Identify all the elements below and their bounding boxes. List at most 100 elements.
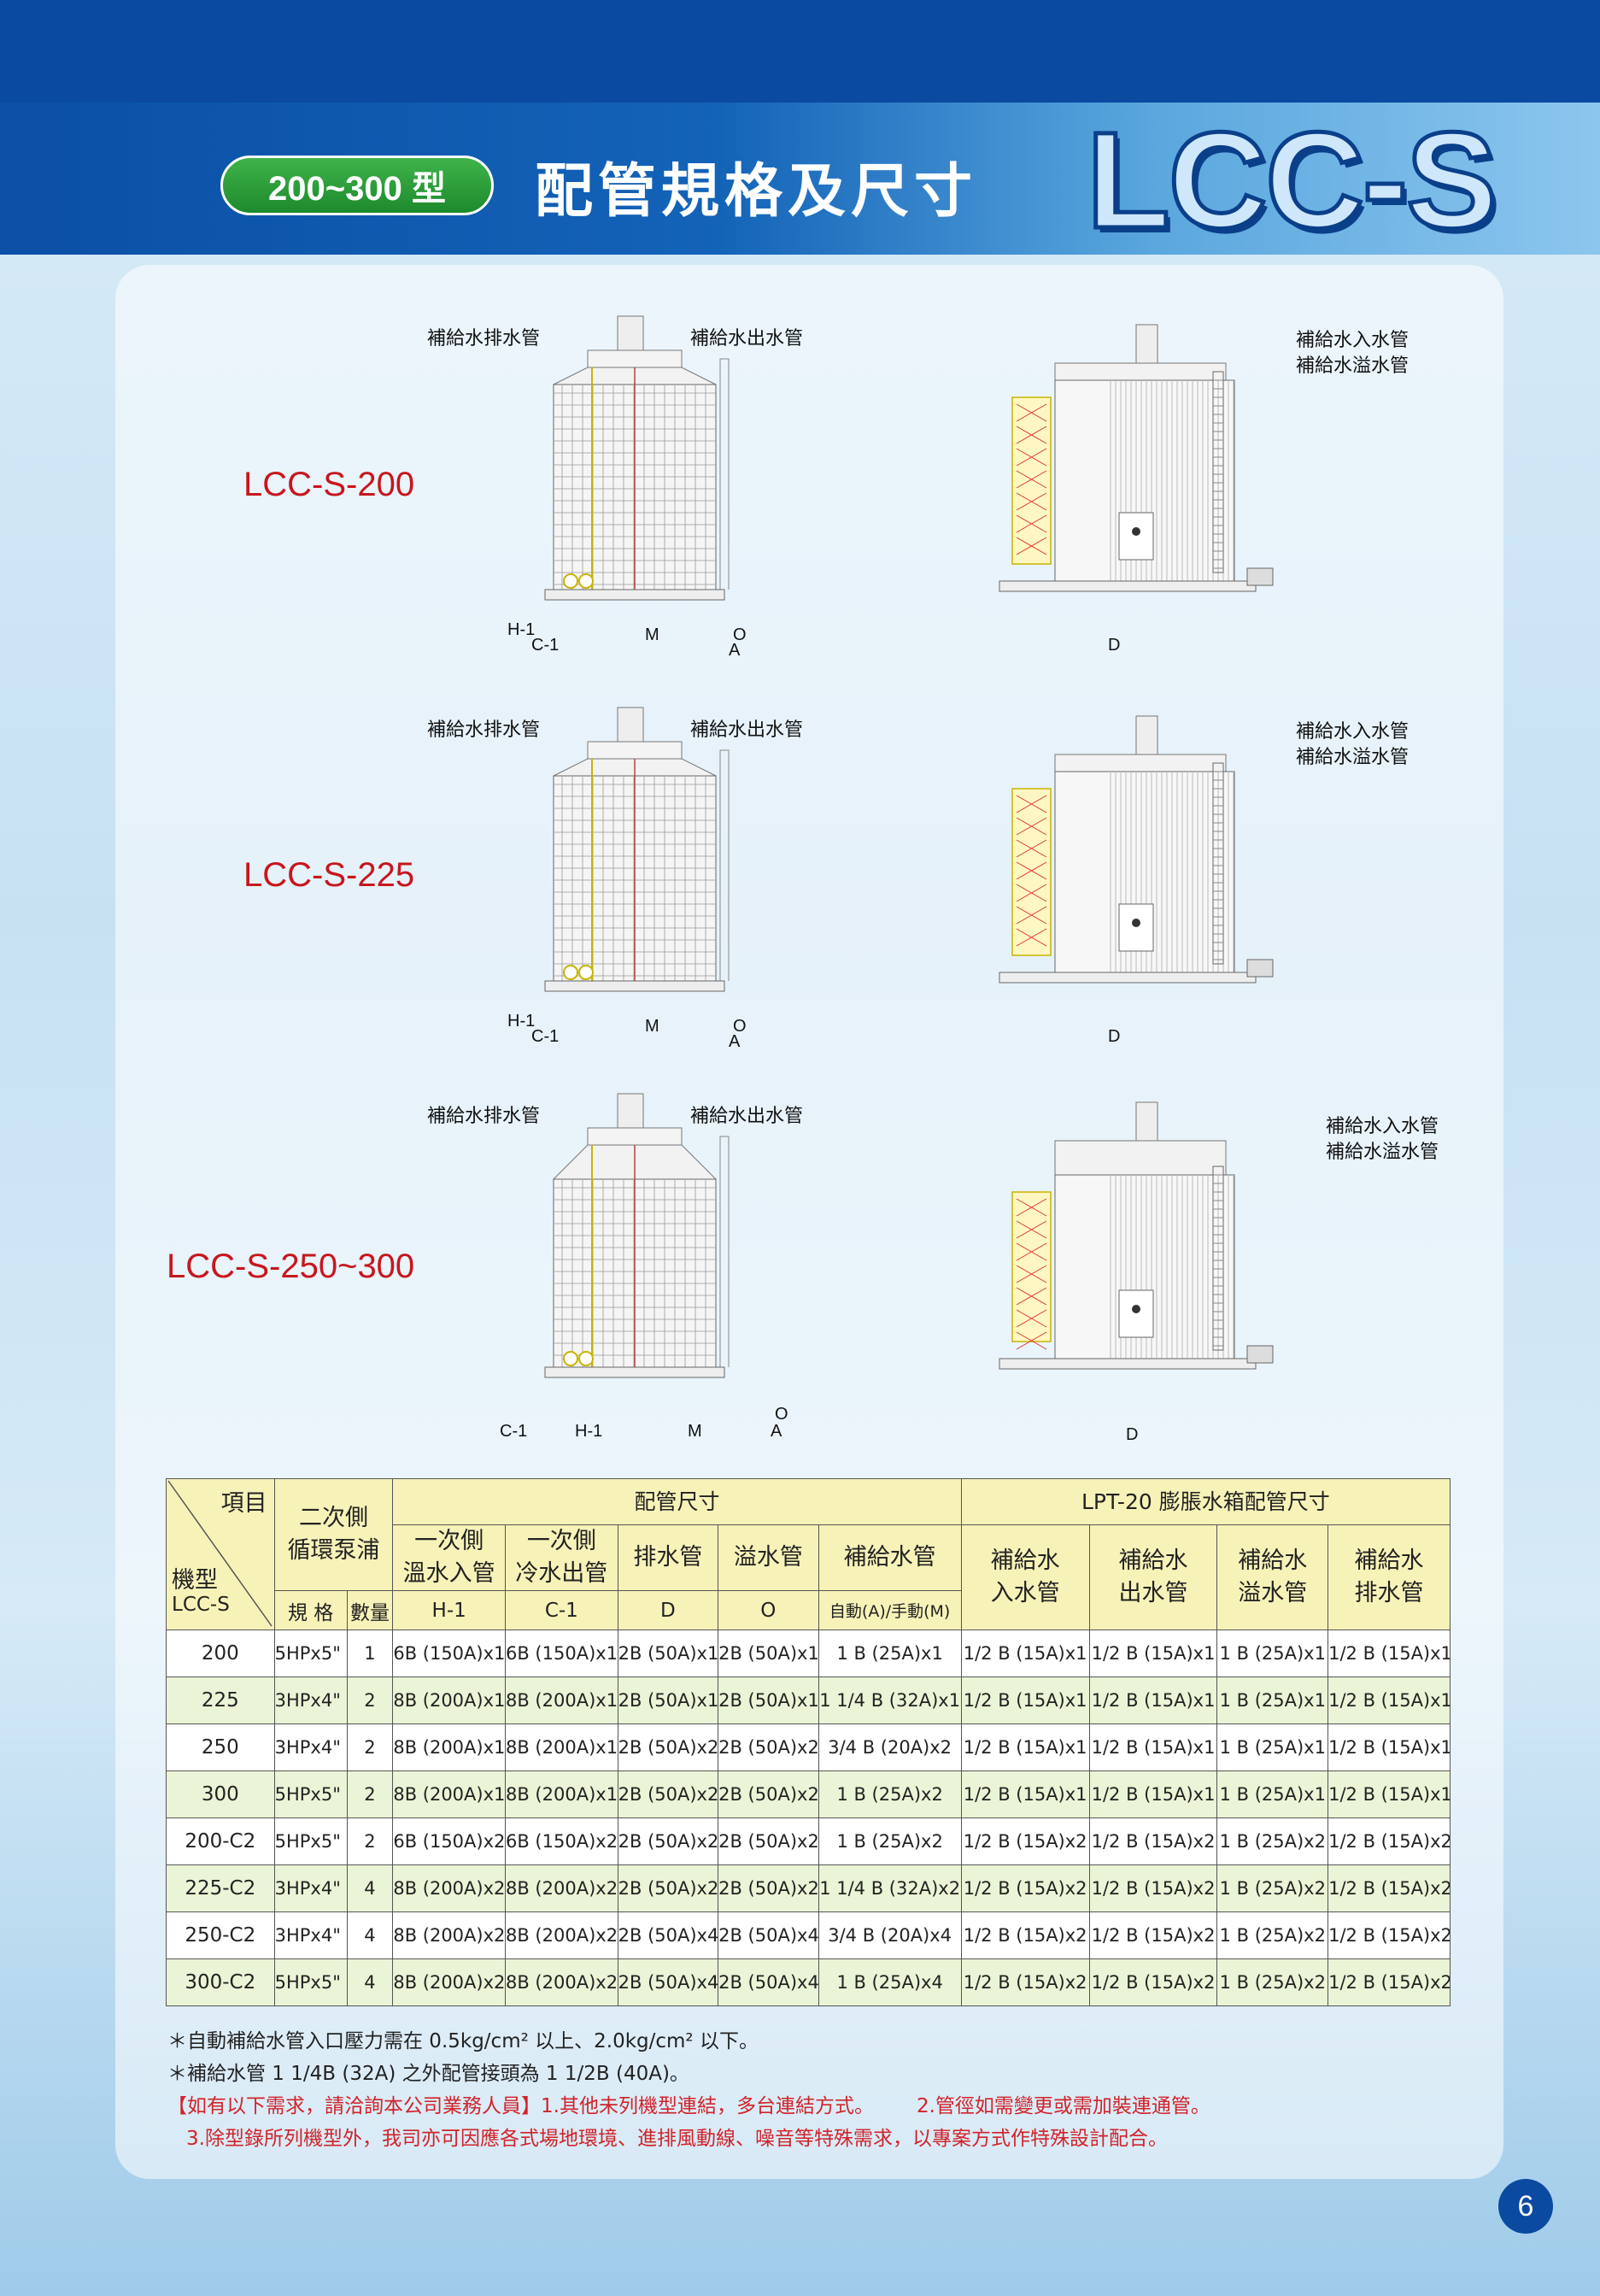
table-cell: 8B (200A)x2 bbox=[392, 1911, 506, 1959]
sub-d-header: D bbox=[617, 1590, 719, 1630]
col-tank-out-header: 補給水 出水管 bbox=[1088, 1524, 1218, 1630]
table-cell: 1 B (25A)x1 bbox=[818, 1630, 962, 1677]
table-cell: 2B (50A)x2 bbox=[617, 1723, 719, 1771]
table-cell: 2B (50A)x1 bbox=[718, 1676, 819, 1724]
table-cell: 1 B (25A)x1 bbox=[1216, 1676, 1329, 1724]
table-cell: 1/2 B (15A)x1 bbox=[1088, 1630, 1218, 1677]
callout-overflow: 補給水溢水管 bbox=[1326, 1142, 1439, 1163]
connection-letter: C-1 bbox=[500, 1422, 528, 1441]
callout-outlet: 補給水出水管 bbox=[690, 1106, 804, 1127]
tower-side-view bbox=[999, 1101, 1274, 1370]
table-cell: 250 bbox=[166, 1723, 275, 1771]
callout-outlet: 補給水出水管 bbox=[690, 719, 804, 741]
note-contact: 【如有以下需求，請洽詢本公司業務人員】 bbox=[167, 2095, 541, 2117]
table-cell: 1/2 B (15A)x2 bbox=[1327, 1958, 1451, 2006]
callout-drain: 補給水排水管 bbox=[427, 719, 541, 741]
pump-group-header: 二次側 循環泵浦 bbox=[273, 1478, 394, 1591]
connection-letter: M bbox=[645, 625, 659, 644]
tower-front-view bbox=[544, 1093, 730, 1378]
table-cell: 2B (50A)x4 bbox=[718, 1958, 819, 2006]
table-cell: 4 bbox=[346, 1864, 394, 1912]
table-cell: 6B (150A)x1 bbox=[504, 1630, 618, 1677]
table-cell: 2B (50A)x2 bbox=[718, 1770, 819, 1818]
callout-inlet: 補給水入水管 bbox=[1326, 1116, 1439, 1137]
col-makeup-header: 補給水管 bbox=[818, 1524, 962, 1591]
connection-letter: M bbox=[645, 1017, 659, 1036]
table-cell: 2B (50A)x4 bbox=[617, 1911, 719, 1959]
table-cell: 1/2 B (15A)x1 bbox=[1327, 1770, 1451, 1818]
note-line-3: 【如有以下需求，請洽詢本公司業務人員】1.其他未列機型連結，多台連結方式。2.管… bbox=[167, 2090, 1466, 2123]
table-cell: 5HPx5" bbox=[273, 1958, 348, 2006]
table-cell: 6B (150A)x2 bbox=[504, 1817, 618, 1865]
table-cell: 1/2 B (15A)x2 bbox=[960, 1864, 1090, 1912]
col-overflow-header: 溢水管 bbox=[718, 1524, 819, 1591]
table-cell: 2 bbox=[346, 1817, 394, 1865]
model-label: LCC-S-250~300 bbox=[167, 1248, 415, 1285]
corner-item-label: 項目 bbox=[220, 1490, 267, 1517]
col-h1-header: 一次側 溫水入管 bbox=[392, 1524, 506, 1591]
table-cell: 200-C2 bbox=[166, 1817, 275, 1865]
table-cell: 1/2 B (15A)x2 bbox=[1088, 1958, 1218, 2006]
table-cell: 4 bbox=[346, 1911, 394, 1959]
table-cell: 225 bbox=[166, 1676, 275, 1724]
table-cell: 8B (200A)x2 bbox=[504, 1958, 618, 2006]
table-cell: 2 bbox=[346, 1723, 394, 1771]
col-tank-drain-header: 補給水 排水管 bbox=[1327, 1524, 1451, 1630]
table-cell: 8B (200A)x2 bbox=[392, 1864, 506, 1912]
table-cell: 2B (50A)x2 bbox=[617, 1864, 719, 1912]
col-tank-in-header: 補給水 入水管 bbox=[960, 1524, 1090, 1630]
table-cell: 3HPx4" bbox=[273, 1864, 348, 1912]
table-cell: 1/2 B (15A)x1 bbox=[960, 1723, 1090, 1771]
table-cell: 6B (150A)x2 bbox=[392, 1817, 506, 1865]
connection-letter: H-1 bbox=[507, 620, 536, 639]
tower-front-view bbox=[544, 707, 730, 992]
table-cell: 5HPx5" bbox=[273, 1630, 348, 1677]
connection-letter: C-1 bbox=[531, 636, 560, 655]
table-cell: 1 B (25A)x1 bbox=[1216, 1770, 1329, 1818]
note-item-1: 1.其他未列機型連結，多台連結方式。 bbox=[541, 2095, 874, 2117]
table-cell: 8B (200A)x2 bbox=[504, 1911, 618, 1959]
connection-letter: M bbox=[688, 1422, 702, 1441]
sub-o-header: O bbox=[718, 1590, 819, 1630]
table-cell: 8B (200A)x1 bbox=[392, 1676, 506, 1724]
table-cell: 1/2 B (15A)x2 bbox=[960, 1817, 1090, 1865]
table-cell: 1/2 B (15A)x1 bbox=[960, 1630, 1090, 1677]
table-cell: 1/2 B (15A)x2 bbox=[1088, 1911, 1218, 1959]
callout-drain: 補給水排水管 bbox=[427, 328, 541, 349]
table-cell: 1 B (25A)x1 bbox=[1216, 1630, 1329, 1677]
table-cell: 3HPx4" bbox=[273, 1911, 348, 1959]
table-cell: 2B (50A)x1 bbox=[617, 1676, 719, 1724]
table-cell: 1/2 B (15A)x1 bbox=[1088, 1676, 1218, 1724]
page-header: 200~300 型 配管規格及尺寸 LCC-S bbox=[0, 0, 1600, 255]
model-label: LCC-S-200 bbox=[243, 466, 415, 503]
header-band bbox=[0, 0, 1600, 103]
notes: ＊自動補給水管入口壓力需在 0.5kg/cm² 以上、2.0kg/cm² 以下。… bbox=[167, 2025, 1466, 2155]
sub-qty-header: 數量 bbox=[346, 1590, 394, 1630]
table-cell: 1 B (25A)x2 bbox=[1216, 1817, 1329, 1865]
callout-inlet: 補給水入水管 bbox=[1296, 330, 1410, 351]
callout-overflow: 補給水溢水管 bbox=[1296, 355, 1410, 377]
connection-letter: O bbox=[775, 1405, 788, 1424]
table-cell: 2B (50A)x1 bbox=[718, 1630, 819, 1677]
callout-outlet: 補給水出水管 bbox=[690, 328, 804, 349]
table-cell: 3/4 B (20A)x2 bbox=[818, 1723, 962, 1771]
table-cell: 2 bbox=[346, 1676, 394, 1724]
connection-letter: A bbox=[729, 641, 741, 660]
table-cell: 1 B (25A)x2 bbox=[1216, 1958, 1329, 2006]
connection-letter: D bbox=[1108, 636, 1121, 655]
table-cell: 3/4 B (20A)x4 bbox=[818, 1911, 962, 1959]
table-cell: 2B (50A)x2 bbox=[718, 1817, 819, 1865]
table-cell: 200 bbox=[166, 1630, 275, 1677]
table-cell: 5HPx5" bbox=[273, 1770, 348, 1818]
table-cell: 8B (200A)x2 bbox=[504, 1864, 618, 1912]
table-cell: 1/2 B (15A)x2 bbox=[960, 1958, 1090, 2006]
note-line-2: ＊補給水管 1 1/4B (32A) 之外配管接頭為 1 1/2B (40A)。 bbox=[167, 2063, 689, 2085]
connection-letter: D bbox=[1108, 1027, 1121, 1046]
table-cell: 1/2 B (15A)x1 bbox=[1327, 1630, 1451, 1677]
table-cell: 1 B (25A)x2 bbox=[818, 1770, 962, 1818]
